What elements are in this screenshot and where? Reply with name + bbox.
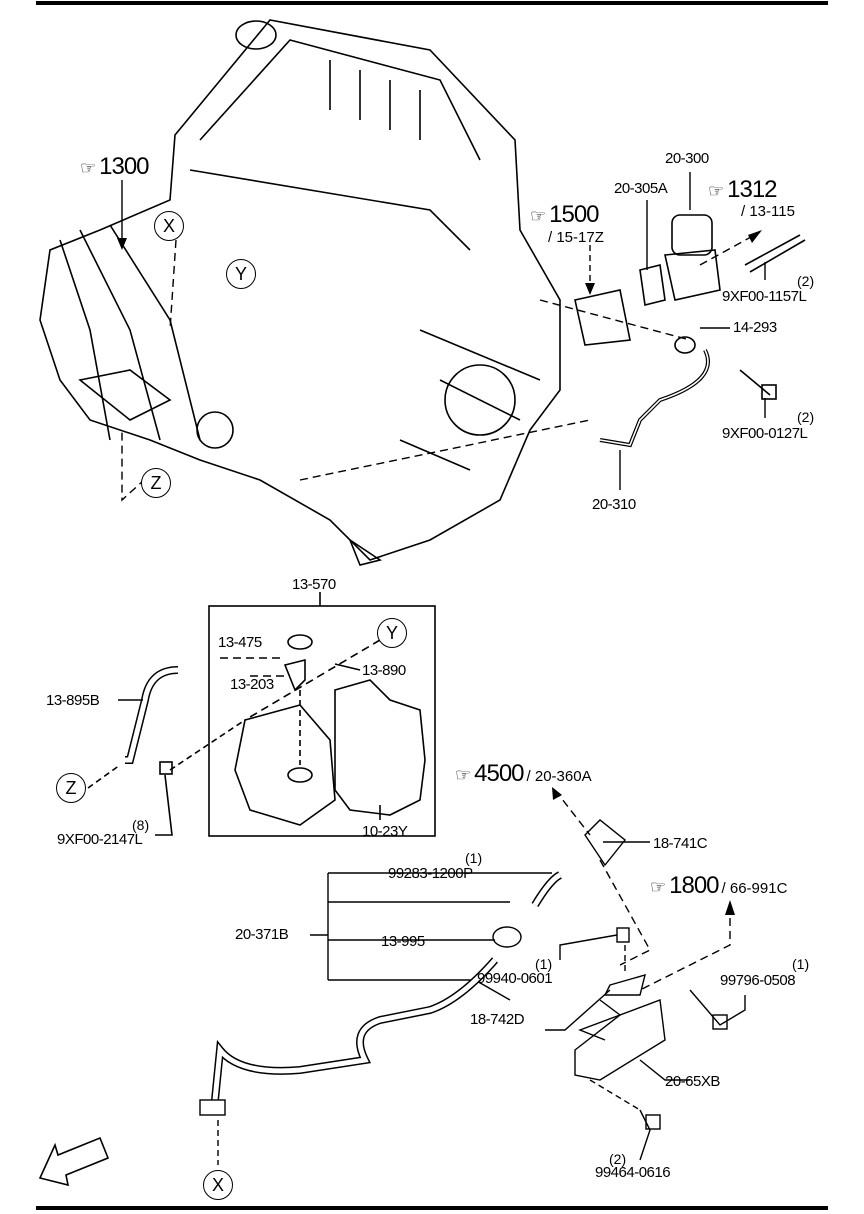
part-label[interactable]: 9XF00-0127L: [722, 425, 808, 442]
marker-y: Y: [226, 259, 256, 289]
marker-x: X: [154, 211, 184, 241]
marker-y: Y: [377, 618, 407, 648]
egr-parts: [574, 214, 806, 448]
part-label[interactable]: 20-371B: [235, 926, 289, 943]
part-label[interactable]: 18-742D: [470, 1011, 525, 1028]
marker-z: Z: [56, 773, 86, 803]
part-label[interactable]: 20-310: [592, 496, 636, 513]
part-label[interactable]: 99283-1200P: [388, 865, 473, 882]
part-label[interactable]: 14-293: [733, 319, 777, 336]
part-label[interactable]: 13-895B: [46, 692, 100, 709]
part-label[interactable]: 99940-0601: [477, 970, 553, 987]
part-qty: (1): [792, 956, 810, 972]
marker-x: X: [203, 1170, 233, 1200]
part-qty: (1): [535, 956, 553, 972]
pointing-hand-icon: ☞: [708, 181, 725, 201]
bottom-rule: [36, 1206, 828, 1210]
part-label[interactable]: 13-995: [381, 933, 425, 950]
part-label[interactable]: 20-65XB: [665, 1073, 720, 1090]
purge-assembly: [199, 789, 746, 1165]
part-label[interactable]: 99796-0508: [720, 972, 796, 989]
part-label[interactable]: 99464-0616: [595, 1164, 671, 1181]
ref-1312-sub: / 13-115: [741, 203, 795, 220]
part-label[interactable]: 9XF00-1157L: [722, 288, 807, 305]
part-label[interactable]: 10-23Y: [362, 823, 408, 840]
part-label[interactable]: 13-890: [362, 662, 406, 679]
box-13-570: [208, 592, 436, 837]
pointing-hand-icon: ☞: [80, 158, 97, 178]
ref-1500-sub: / 15-17Z: [548, 229, 604, 246]
marker-z: Z: [141, 468, 171, 498]
ref-1500[interactable]: ☞ 1500: [530, 201, 600, 228]
part-qty: (2): [797, 409, 815, 425]
part-qty: (2): [609, 1151, 627, 1167]
part-label[interactable]: 20-300: [665, 150, 709, 167]
part-label[interactable]: 13-475: [218, 634, 262, 651]
part-label[interactable]: 13-203: [230, 676, 274, 693]
leader-lines: [121, 172, 766, 502]
part-label[interactable]: 9XF00-2147L: [57, 831, 143, 848]
part-label[interactable]: 20-305A: [614, 180, 668, 197]
engine-illustration: [39, 19, 561, 566]
ref-4500[interactable]: ☞ 4500 / 20-360A: [455, 760, 592, 787]
part-label[interactable]: 13-570: [292, 576, 336, 593]
pointing-hand-icon: ☞: [455, 765, 472, 785]
pointing-hand-icon: ☞: [650, 877, 667, 897]
part-qty: (8): [132, 817, 150, 833]
part-label[interactable]: 18-741C: [653, 835, 708, 852]
pointing-hand-icon: ☞: [530, 206, 547, 226]
part-qty: (2): [797, 273, 815, 289]
hose-13-895B: [87, 666, 246, 836]
top-rule: [36, 1, 828, 5]
fwd-arrow-icon: [38, 1136, 110, 1187]
part-qty: (1): [465, 850, 483, 866]
arrowheads: [117, 230, 762, 915]
ref-1312[interactable]: ☞ 1312: [708, 176, 778, 203]
ref-1300[interactable]: ☞ 1300: [80, 153, 150, 180]
ref-1800[interactable]: ☞ 1800 / 66-991C: [650, 872, 788, 899]
